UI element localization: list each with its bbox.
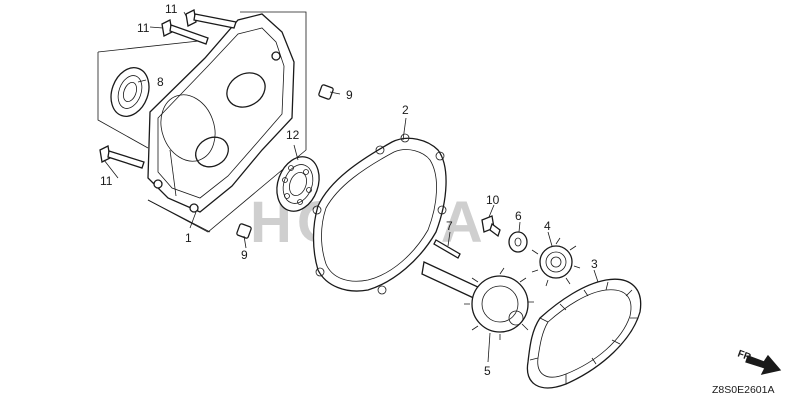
diagram-code: Z8S0E2601A	[712, 384, 774, 396]
gasket	[312, 133, 447, 295]
chain	[526, 278, 642, 389]
callout-8-oil-seal: 8	[157, 75, 164, 89]
bolt-top-a	[185, 9, 237, 29]
callout-6-washer: 6	[515, 209, 522, 223]
oil-seal	[110, 67, 150, 117]
callout-4-drive-sprocket: 4	[544, 219, 551, 233]
callout-12-bearing: 12	[286, 128, 300, 142]
drive-sprocket	[531, 237, 581, 287]
callout-5-driven-sprocket: 5	[484, 364, 491, 378]
driven-sprocket-shaft	[421, 261, 534, 340]
dowel-pin-lower	[236, 223, 252, 239]
pin	[433, 239, 461, 259]
callout-3-chain: 3	[591, 257, 598, 271]
callout-2-gasket: 2	[402, 103, 409, 117]
assembly-bracket	[97, 11, 307, 233]
callout-10-flange-bolt: 10	[486, 193, 500, 207]
callout-1-case-cover: 1	[185, 231, 192, 245]
bolt-left	[99, 145, 145, 169]
callout-9-dowel-pin-lower: 9	[241, 248, 248, 262]
callout-7-pin: 7	[446, 219, 453, 233]
bolt-top-b	[161, 19, 209, 45]
dowel-pin-upper	[318, 84, 334, 100]
callout-11-bolt-left: 11	[100, 174, 113, 188]
case-cover	[147, 13, 295, 213]
callout-9-dowel-pin-upper: 9	[346, 88, 353, 102]
flange-bolt	[481, 215, 501, 238]
callout-11-bolt-top-a: 11	[165, 2, 178, 16]
washer	[508, 231, 528, 253]
leader-lines	[103, 11, 599, 363]
callout-11-bolt-top-b: 11	[137, 21, 150, 35]
front-direction-arrow	[745, 354, 782, 375]
bearing	[276, 156, 320, 212]
front-direction-label: FR.	[736, 348, 755, 364]
